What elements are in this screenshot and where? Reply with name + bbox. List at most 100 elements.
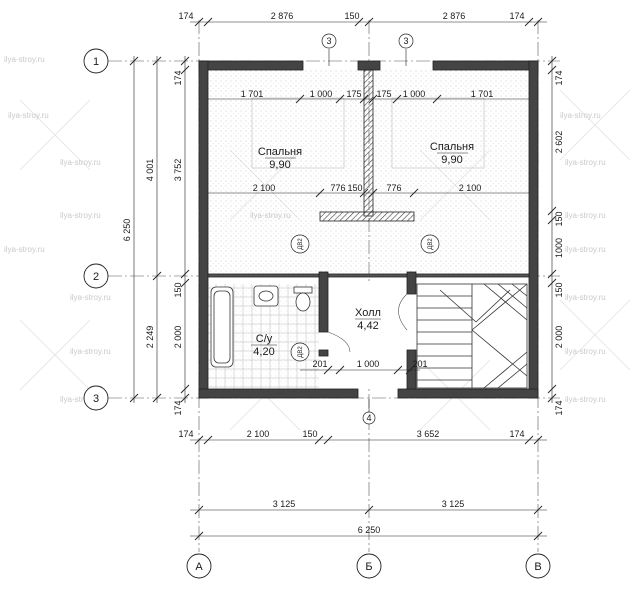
axis-markers: 1 2 3 А Б В — [83, 48, 551, 579]
room-name: Спальня — [258, 146, 302, 158]
dim-label: 174 — [509, 429, 524, 439]
watermark-text: ilya-stroy.ru — [4, 245, 45, 254]
dim-label: 2 100 — [247, 429, 270, 439]
dimension-bottom: 174 2 100 150 3 652 174 3 125 3 125 6 25… — [178, 429, 547, 541]
dim-label: 776 — [330, 183, 345, 193]
dim-label: 174 — [178, 429, 193, 439]
dim-label: 150 — [347, 183, 362, 193]
dim-label: 201 — [312, 359, 327, 369]
watermark-text: ilya-stroy.ru — [60, 395, 101, 404]
dim-label: 3 125 — [442, 499, 465, 509]
watermark-text: ilya-stroy.ru — [70, 293, 111, 302]
watermark-text: ilya-stroy.ru — [70, 347, 111, 356]
dim-label: 175 — [376, 89, 391, 99]
axis-label: 2 — [93, 271, 99, 283]
dim-label: 2 602 — [554, 131, 564, 154]
watermark-text: ilya-stroy.ru — [565, 158, 606, 167]
door-tag: ДВ2 — [298, 346, 304, 358]
dim-label: 174 — [554, 70, 564, 85]
dim-label: 1 000 — [357, 359, 380, 369]
dimension-right: 174 2 602 150 1000 150 2 000 174 — [547, 56, 564, 416]
dim-label: 4 001 — [145, 159, 155, 182]
room-name: С/у — [256, 333, 273, 345]
section-mark-circle — [321, 33, 337, 49]
room-name: Холл — [355, 307, 381, 319]
watermark-text: ilya-stroy.ru — [565, 395, 606, 404]
dimension-interior: 1 701 1 000 175 175 1 000 1 701 2 100 77… — [208, 89, 529, 375]
dim-label: 2 100 — [253, 183, 276, 193]
dimension-top: 174 2 876 150 2 876 174 — [178, 11, 547, 27]
room-area: 4,42 — [357, 320, 378, 332]
dim-label: 6 250 — [358, 525, 381, 535]
dim-label: 3 752 — [173, 159, 183, 182]
dim-label: 150 — [554, 211, 564, 226]
watermark-text: ilya-stroy.ru — [565, 347, 606, 356]
staircase — [416, 283, 528, 389]
dim-label: 150 — [302, 429, 317, 439]
axis-bubble — [525, 553, 551, 579]
door-swing — [327, 293, 408, 353]
axis-label: В — [534, 561, 541, 573]
dim-label: 201 — [412, 359, 427, 369]
axis-label: 3 — [93, 393, 99, 405]
watermark-text: ilya-stroy.ru — [565, 211, 606, 220]
dimension-left: 6 250 4 001 2 249 174 3 752 150 2 000 17… — [122, 56, 190, 416]
watermark-text: ilya-stroy.ru — [60, 211, 101, 220]
dim-label: 174 — [173, 400, 183, 415]
watermark-text: ilya-stroy.ru — [60, 158, 101, 167]
opening-tags: ДВ2 ДВ2 ДВ2 — [290, 234, 440, 362]
dim-label: 776 — [386, 183, 401, 193]
dim-label: 3 125 — [273, 499, 296, 509]
dim-label: 1 701 — [471, 89, 494, 99]
dim-label: 150 — [344, 11, 359, 21]
watermark-text: ilya-stroy.ru — [4, 55, 45, 64]
section-mark-label: 4 — [366, 413, 371, 423]
section-mark-circle — [398, 33, 414, 49]
axis-bubble — [83, 385, 109, 411]
axis-bubble — [83, 263, 109, 289]
dim-label: 6 250 — [122, 219, 132, 242]
dim-label: 175 — [346, 89, 361, 99]
dim-label: 2 876 — [443, 11, 466, 21]
axis-bubble — [83, 48, 109, 74]
dim-label: 150 — [173, 282, 183, 297]
dim-label: 2 876 — [271, 11, 294, 21]
dim-label: 2 000 — [173, 326, 183, 349]
dim-label: 1 000 — [403, 89, 426, 99]
dim-label: 174 — [173, 70, 183, 85]
dim-label: 174 — [554, 400, 564, 415]
dim-label: 1000 — [554, 238, 564, 258]
dim-label: 1 701 — [241, 89, 264, 99]
bathroom-fixtures — [210, 285, 313, 368]
dim-label: 2 249 — [145, 326, 155, 349]
room-name: Спальня — [430, 141, 474, 153]
axis-bubble — [356, 553, 382, 579]
dim-label: 2 000 — [554, 326, 564, 349]
dim-label: 2 100 — [459, 183, 482, 193]
axis-bubble — [186, 553, 212, 579]
section-mark-label: 3 — [326, 36, 331, 46]
room-area: 9,90 — [269, 159, 290, 171]
axis-label: 1 — [93, 56, 99, 68]
room-labels: Спальня 9,90 Спальня 9,90 Холл 4,42 С/у … — [251, 141, 474, 358]
door-tag: ДВ2 — [428, 238, 434, 250]
axis-label: Б — [365, 561, 372, 573]
section-marks: 3 3 4 — [321, 33, 414, 425]
watermark-text: ilya-stroy.ru — [565, 293, 606, 302]
door-tag: ДВ2 — [298, 238, 304, 250]
watermark-text: ilya-stroy.ru — [565, 245, 606, 254]
walls — [198, 60, 539, 399]
section-mark-circle — [362, 411, 376, 425]
dim-label: 150 — [554, 282, 564, 297]
dim-label: 174 — [509, 11, 524, 21]
axis-label: А — [195, 561, 203, 573]
dim-label: 3 652 — [417, 429, 440, 439]
section-mark-label: 3 — [403, 36, 408, 46]
room-area: 4,20 — [253, 346, 274, 358]
watermark-text: ilya-stroy.ru — [560, 111, 601, 120]
dim-label: 174 — [178, 11, 193, 21]
dim-label: 1 000 — [310, 89, 333, 99]
watermark-text: ilya-stroy.ru — [8, 111, 49, 120]
room-area: 9,90 — [441, 154, 462, 166]
